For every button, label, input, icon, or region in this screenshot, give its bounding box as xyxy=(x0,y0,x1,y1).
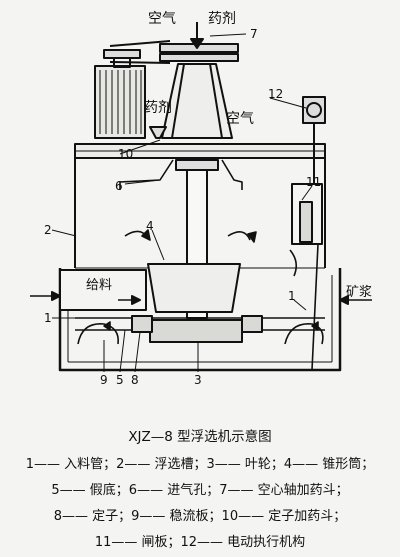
cone-cylinder xyxy=(147,263,241,313)
drive-motor xyxy=(94,56,146,139)
leader-lines xyxy=(51,33,313,373)
impeller xyxy=(149,319,243,343)
number-5: 5 xyxy=(116,373,124,387)
gate xyxy=(291,183,323,245)
number-1-left: 1 xyxy=(44,311,52,325)
stator-reagent-funnel xyxy=(149,126,167,139)
flow-stabilizer xyxy=(77,321,324,345)
number-11: 11 xyxy=(306,175,321,189)
legend-line: 1—— 入料管；2—— 浮选槽；3—— 叶轮；4—— 锥形筒； xyxy=(25,457,375,472)
number-8: 8 xyxy=(131,373,139,387)
flotation-tank xyxy=(58,144,342,372)
bearing-cone xyxy=(161,63,233,139)
number-1-right: 1 xyxy=(288,289,296,303)
number-12: 12 xyxy=(268,87,283,101)
number-10: 10 xyxy=(118,147,133,161)
figure-title: XJZ—8 型浮选机示意图 xyxy=(128,429,272,445)
stator xyxy=(131,315,153,333)
legend-line: 5—— 假底；6—— 进气孔；7—— 空心轴加药斗； xyxy=(51,483,349,498)
label-air-top: 空气 xyxy=(148,11,176,27)
belt-drive xyxy=(103,40,239,64)
circulation-arrows xyxy=(124,229,298,277)
diagram-labels: 空气 药剂 药剂 空气 给料 矿浆 7 12 10 6 11 2 4 1 1 9… xyxy=(44,11,372,387)
label-tailings: 矿浆 xyxy=(346,285,372,300)
air-inlet-duct xyxy=(119,159,174,190)
legend-line: 8—— 定子；9—— 稳流板；10—— 定子加药斗； xyxy=(53,509,347,524)
legend-line: 11—— 闸板；12—— 电动执行机构 xyxy=(94,535,306,550)
number-9: 9 xyxy=(100,373,108,387)
number-4: 4 xyxy=(146,219,154,233)
number-2: 2 xyxy=(44,223,52,237)
label-air-mid: 空气 xyxy=(226,111,254,127)
label-reagent-mid: 药剂 xyxy=(144,100,172,116)
number-6: 6 xyxy=(115,179,123,193)
label-feed: 给料 xyxy=(86,278,112,293)
label-reagent-top: 药剂 xyxy=(208,11,236,27)
number-3: 3 xyxy=(194,373,202,387)
number-7: 7 xyxy=(250,27,258,41)
